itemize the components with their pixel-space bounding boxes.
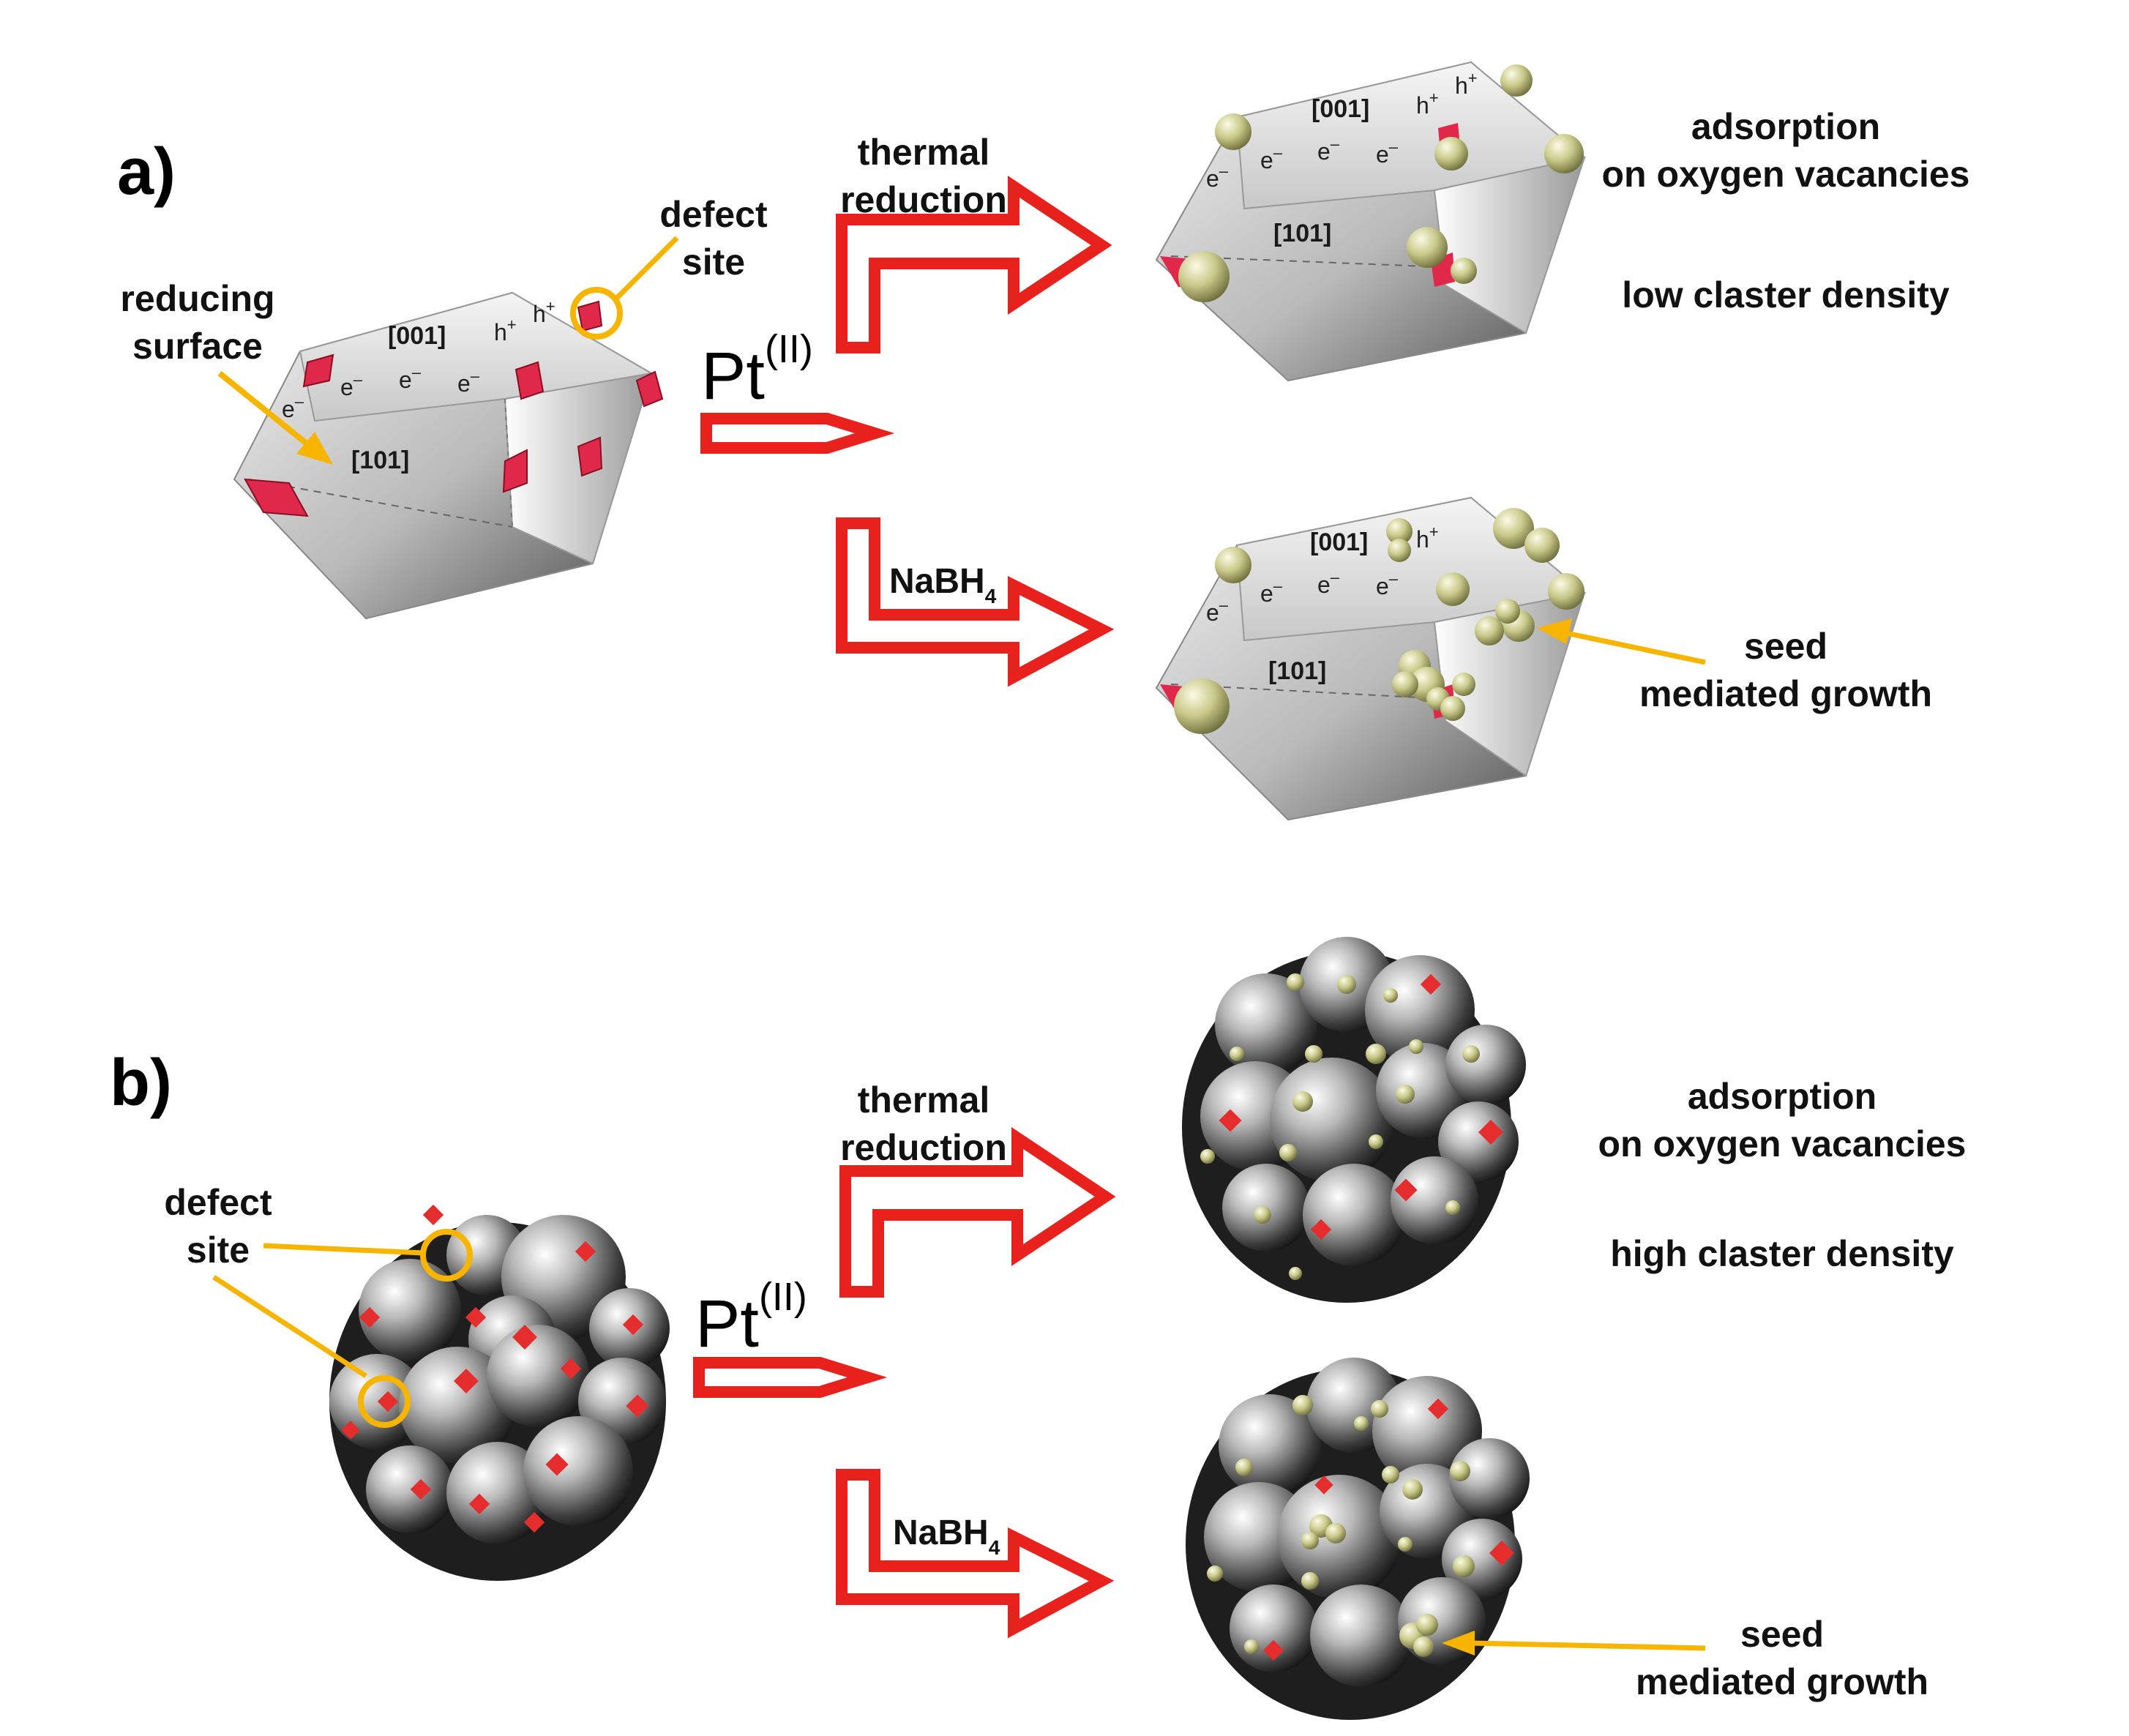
crystal-a-nabh4: [001] [101] e– e– e– e– h+ (1155, 496, 1587, 821)
panel-a: a) [001] [101] e– e– e– e– (117, 61, 1970, 821)
thermal-arrow-a (836, 176, 1112, 353)
aggregate-b-source (329, 1204, 670, 1581)
seed-pointer-b (1442, 1631, 1706, 1655)
precursor-arrow-a (700, 413, 895, 454)
facet-101-label: [101] (351, 446, 409, 474)
svg-text:e–: e– (1376, 138, 1399, 168)
svg-text:[001]: [001] (1310, 528, 1368, 556)
result-a-thermal-line2: on oxygen vacancies (1601, 154, 1969, 195)
thermal-reduction-label-b-line2: reduction (840, 1127, 1007, 1168)
svg-text:[101]: [101] (1273, 220, 1331, 247)
svg-text:e–: e– (1206, 162, 1229, 192)
defect-site-callouts-b (212, 1229, 473, 1428)
defect-site-label-b-line2: site (187, 1230, 250, 1271)
precursor-label-a: Pt(II) (701, 327, 813, 414)
panel-a-letter: a) (117, 135, 176, 209)
svg-text:e–: e– (1376, 569, 1399, 599)
charge-labels: e– e– e– e– h+ h+ (282, 297, 555, 422)
defect-markers (244, 300, 664, 517)
reducing-surface-label-line2: surface (132, 326, 263, 367)
aggregate-b-thermal (1182, 937, 1526, 1303)
precursor-arrow-b (693, 1357, 888, 1398)
defect-site-label-b-line1: defect (164, 1182, 272, 1223)
result-a-seed-line2: mediated growth (1639, 673, 1932, 714)
panel-b: b) (110, 937, 1967, 1720)
result-b-seed-line1: seed (1740, 1614, 1824, 1655)
svg-text:e–: e– (457, 367, 480, 397)
result-b-seed-line2: mediated growth (1636, 1661, 1928, 1702)
result-a-thermal-density: low claster density (1622, 274, 1950, 315)
nabh4-label-a: NaBH4 (889, 562, 997, 607)
crystal-a-source: [001] [101] e– e– e– e– h+ h+ (233, 291, 664, 620)
svg-text:h+: h+ (1416, 523, 1439, 553)
nabh4-label-b: NaBH4 (893, 1514, 1000, 1559)
svg-text:e–: e– (1206, 596, 1229, 626)
seed-pointer-a (1537, 618, 1706, 665)
crystal-a-thermal: [001] [101] e– e– e– e– h+ h+ (1155, 61, 1587, 382)
svg-text:[001]: [001] (1312, 95, 1369, 123)
thermal-reduction-label-a-line1: thermal (858, 132, 990, 173)
svg-text:[101]: [101] (1268, 657, 1326, 685)
result-a-seed-line1: seed (1744, 626, 1827, 667)
svg-text:e–: e– (1317, 568, 1340, 598)
nabh4-arrow-b (836, 1469, 1115, 1639)
result-b-thermal-density: high claster density (1610, 1233, 1954, 1274)
nabh4-arrow-a (836, 517, 1115, 687)
svg-text:h+: h+ (494, 315, 517, 345)
aggregate-b-nabh4 (1186, 1358, 1530, 1720)
reducing-surface-pointer (217, 370, 333, 465)
thermal-reduction-label-a-line2: reduction (840, 179, 1007, 220)
facet-001-label: [001] (388, 322, 446, 350)
thermal-arrow-b (839, 1127, 1116, 1298)
panel-b-letter: b) (110, 1047, 172, 1120)
svg-text:h+: h+ (533, 297, 555, 327)
svg-text:h+: h+ (1455, 69, 1478, 99)
svg-text:h+: h+ (1416, 89, 1439, 119)
svg-text:e–: e– (340, 370, 363, 400)
result-b-thermal-line1: adsorption (1688, 1076, 1877, 1117)
result-a-thermal-line1: adsorption (1691, 106, 1880, 147)
defect-site-callout-a (570, 236, 679, 340)
svg-text:e–: e– (1317, 135, 1340, 165)
reducing-surface-label-line1: reducing (120, 278, 274, 319)
thermal-reduction-label-b-line1: thermal (858, 1080, 990, 1120)
svg-text:e–: e– (1260, 143, 1283, 173)
defect-site-label-a-line1: defect (659, 194, 768, 235)
result-b-thermal-line2: on oxygen vacancies (1598, 1123, 1966, 1164)
defect-site-label-a-line2: site (682, 242, 745, 283)
svg-text:e–: e– (1260, 577, 1283, 607)
svg-text:e–: e– (282, 392, 304, 422)
precursor-label-b: Pt(II) (695, 1275, 807, 1361)
svg-text:e–: e– (399, 363, 422, 393)
